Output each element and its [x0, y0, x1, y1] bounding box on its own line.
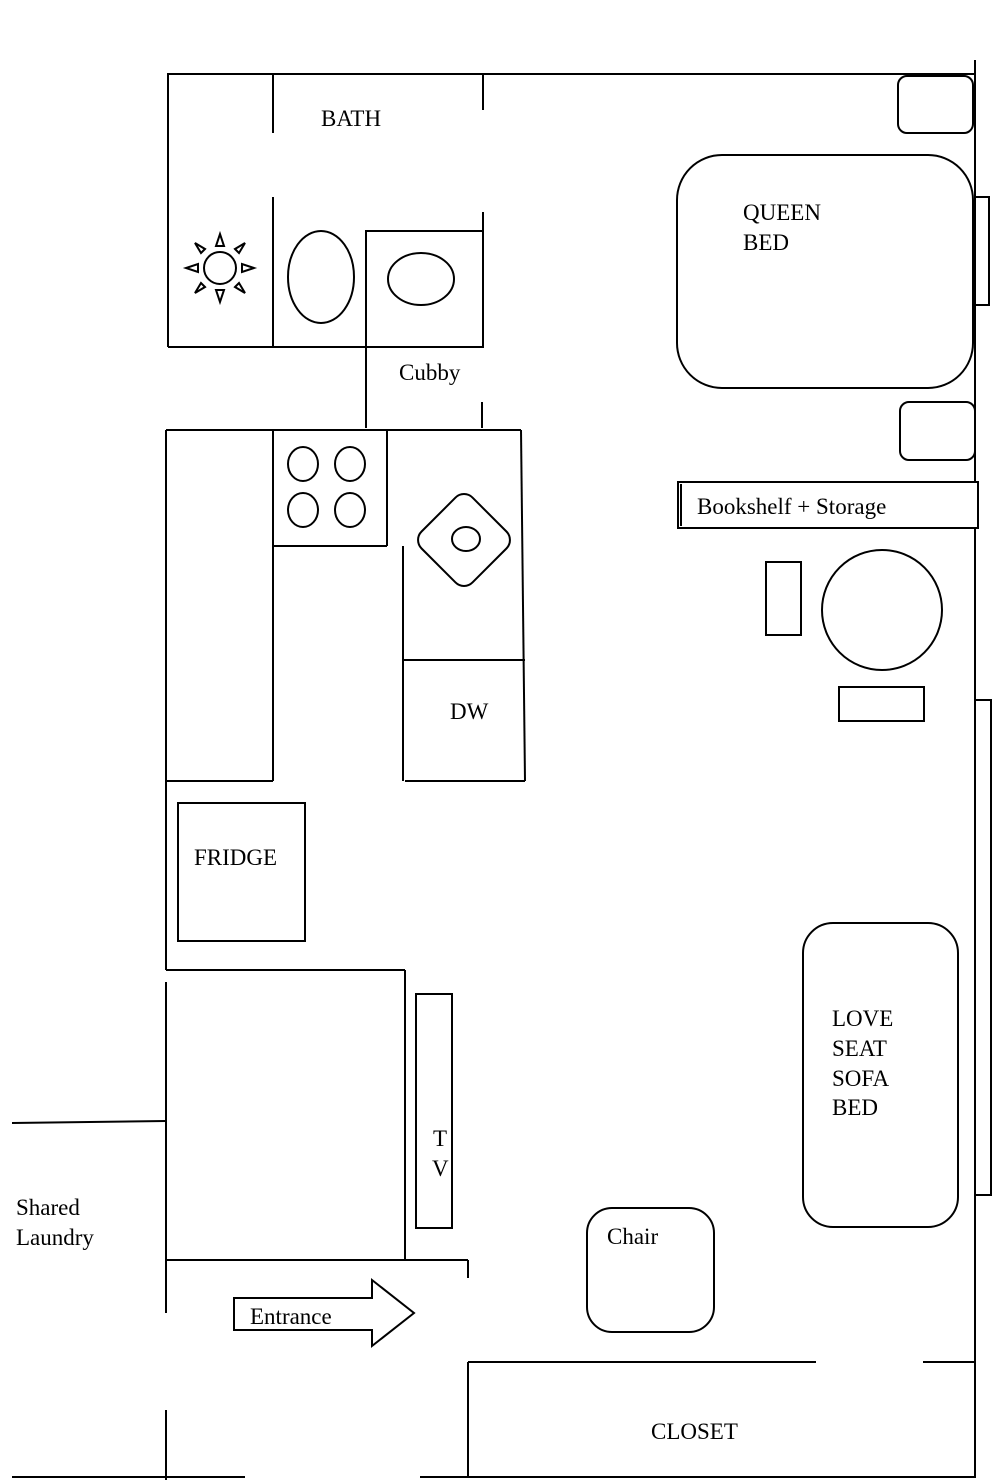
bath-sink-icon	[387, 252, 455, 306]
sun-icon	[182, 230, 258, 306]
bookshelf-label: Bookshelf + Storage	[697, 494, 886, 519]
laundry-label-2: Laundry	[16, 1225, 94, 1250]
love-seat-label-3: SOFA	[832, 1066, 889, 1091]
love-seat-sofa-bed	[802, 922, 959, 1228]
fridge	[177, 802, 306, 942]
dishwasher-label: DW	[450, 699, 489, 724]
entrance-label: Entrance	[250, 1304, 332, 1329]
window	[974, 196, 990, 306]
fridge-label: FRIDGE	[194, 845, 277, 870]
queen-bed	[676, 154, 974, 389]
room-label-bath: BATH	[321, 106, 381, 131]
bookshelf	[677, 481, 979, 529]
bath-sink-counter	[365, 230, 484, 348]
chair-label: Chair	[607, 1224, 658, 1249]
kitchen-counter	[166, 429, 526, 782]
stove-burners-icon	[287, 446, 366, 528]
love-seat-label-4: BED	[832, 1095, 878, 1120]
dining-chair	[838, 686, 925, 722]
queen-bed-label-2: BED	[743, 230, 789, 255]
entrance-arrow-icon	[233, 1277, 416, 1349]
armchair	[586, 1207, 715, 1333]
window	[974, 699, 992, 1196]
queen-bed-label-1: QUEEN	[743, 200, 821, 225]
dining-table	[821, 549, 943, 671]
love-seat-label-2: SEAT	[832, 1036, 887, 1061]
love-seat-label-1: LOVE	[832, 1006, 893, 1031]
tv	[415, 993, 453, 1229]
dining-chair	[765, 561, 802, 636]
nightstand	[899, 401, 976, 461]
laundry-label-1: Shared	[16, 1195, 80, 1220]
tv-label-1: T	[433, 1126, 447, 1151]
tv-label-2: V	[432, 1156, 449, 1181]
room-label-cubby: Cubby	[399, 360, 461, 385]
toilet-icon	[287, 230, 355, 324]
room-label-closet: CLOSET	[651, 1419, 738, 1444]
kitchen-sink-icon	[417, 493, 511, 587]
nightstand	[897, 75, 974, 134]
